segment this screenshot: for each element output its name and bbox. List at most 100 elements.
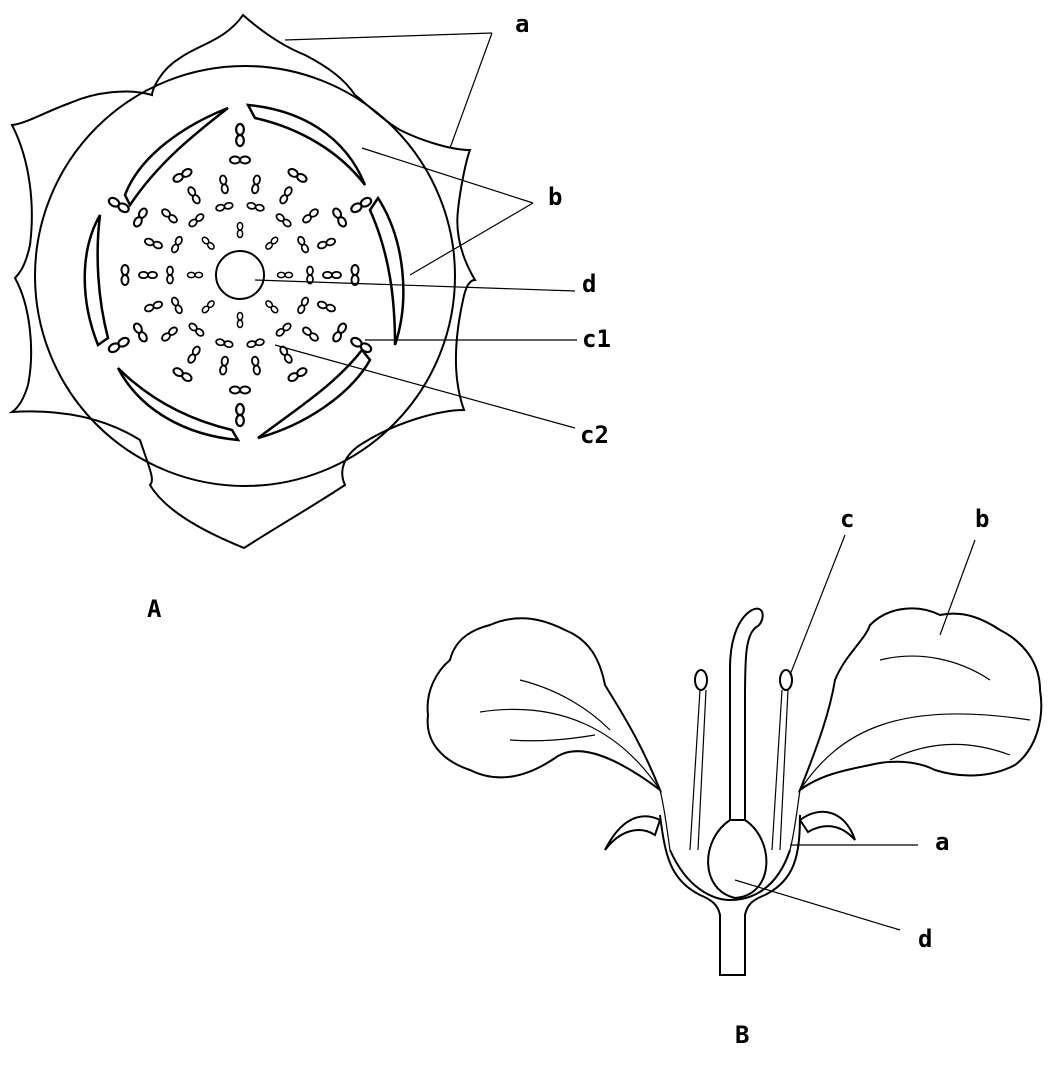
anther-lobe bbox=[332, 331, 343, 343]
anther-lobe bbox=[148, 272, 157, 278]
stamen-anther bbox=[219, 356, 228, 375]
stamen-anther bbox=[187, 345, 201, 364]
stamen-anther bbox=[236, 404, 244, 426]
anther-lobe bbox=[236, 415, 244, 426]
pistil-style bbox=[730, 609, 763, 820]
stamen-anther bbox=[237, 313, 242, 328]
stamen-anther bbox=[132, 322, 148, 343]
anther-lobe bbox=[236, 135, 244, 146]
petal-crescent bbox=[85, 215, 108, 345]
receptacle bbox=[660, 815, 800, 975]
stamen-anther bbox=[172, 167, 193, 183]
anther-lobe bbox=[195, 272, 203, 277]
anther-lobe bbox=[188, 272, 196, 277]
stamen-anther bbox=[251, 356, 260, 375]
anther-lobe bbox=[308, 208, 319, 219]
anther-lobe bbox=[174, 236, 183, 246]
anther-lobe bbox=[283, 353, 293, 364]
stamen-anther bbox=[278, 272, 293, 277]
anther-lobe bbox=[297, 304, 306, 314]
stamen-anther bbox=[236, 124, 244, 146]
figure-b-flower-section: c b a d B bbox=[428, 505, 1042, 1049]
anther-lobe bbox=[221, 184, 229, 194]
petal-vein bbox=[800, 714, 1030, 790]
anther-lobe bbox=[237, 313, 242, 321]
stamen-anther bbox=[172, 367, 193, 383]
stamen-anther bbox=[297, 296, 310, 314]
stamen-anther bbox=[265, 300, 279, 314]
leader-line bbox=[255, 280, 575, 291]
petal-crescent bbox=[258, 350, 370, 438]
stamen-anther bbox=[161, 208, 179, 224]
anther-lobe bbox=[144, 304, 155, 313]
anther-lobe bbox=[132, 322, 143, 334]
filament-right bbox=[780, 690, 788, 850]
anther-lobe bbox=[187, 186, 197, 197]
anther-lobe bbox=[219, 365, 227, 375]
anther-lobe bbox=[359, 196, 372, 208]
anther-lobe bbox=[137, 207, 148, 219]
petal-vein bbox=[510, 735, 595, 741]
stamen-anther bbox=[132, 207, 148, 228]
anther-left bbox=[695, 670, 707, 690]
leader-line bbox=[450, 33, 492, 148]
receptacle-inner bbox=[670, 850, 790, 900]
anther-lobe bbox=[251, 184, 259, 194]
anther-lobe bbox=[144, 237, 155, 246]
petal-right bbox=[800, 608, 1041, 790]
stamen-anther bbox=[215, 338, 233, 348]
leader-line bbox=[790, 535, 845, 675]
anther-lobe bbox=[278, 272, 286, 277]
stamen-anther bbox=[297, 236, 310, 254]
petal-vein bbox=[890, 744, 1010, 760]
anther-lobe bbox=[181, 167, 193, 178]
label-d: d bbox=[582, 270, 596, 298]
pistil-circle bbox=[216, 251, 264, 299]
stamen-anther bbox=[215, 202, 233, 212]
anther-lobe bbox=[122, 275, 129, 285]
filament-right bbox=[772, 690, 782, 850]
anther-lobe bbox=[237, 223, 242, 231]
petal-crescent bbox=[118, 368, 238, 440]
anther-lobe bbox=[201, 305, 210, 314]
stamen-anther bbox=[279, 186, 293, 205]
stamen-anther bbox=[167, 267, 173, 284]
anther-lobe bbox=[224, 202, 234, 210]
sepal-outline bbox=[12, 15, 475, 548]
stamen-anther bbox=[219, 175, 228, 194]
anther-lobe bbox=[219, 175, 227, 185]
anther-lobe bbox=[308, 332, 319, 343]
anther-lobe bbox=[107, 342, 120, 354]
stamen-anther bbox=[317, 300, 336, 312]
anther-lobe bbox=[161, 208, 172, 219]
stamen-anther bbox=[352, 265, 359, 285]
stamen-anther bbox=[323, 272, 341, 278]
sepal-left bbox=[605, 816, 660, 850]
stamen-anther bbox=[287, 367, 308, 383]
caption-a: A bbox=[147, 595, 162, 623]
label-c: c bbox=[840, 505, 854, 533]
anther-lobe bbox=[253, 175, 261, 185]
anther-lobe bbox=[230, 387, 240, 394]
anther-lobe bbox=[300, 243, 309, 253]
anther-lobe bbox=[224, 340, 234, 348]
anther-lobe bbox=[352, 265, 359, 275]
stamen-anther bbox=[171, 296, 184, 314]
anther-lobe bbox=[201, 236, 210, 245]
anther-lobe bbox=[332, 272, 341, 278]
anther-lobe bbox=[247, 340, 257, 348]
label-a: a bbox=[935, 828, 949, 856]
label-b: b bbox=[975, 505, 989, 533]
stamen-anther bbox=[275, 322, 292, 337]
anther-lobe bbox=[296, 172, 308, 183]
stamen-anther bbox=[307, 267, 313, 284]
anther-lobe bbox=[325, 304, 336, 313]
anther-lobe bbox=[230, 157, 240, 164]
stamen-anther bbox=[107, 336, 130, 354]
stamen-anther bbox=[171, 236, 184, 254]
stamen-anther bbox=[144, 300, 163, 312]
anther-lobe bbox=[283, 186, 293, 197]
stamen-anther bbox=[201, 236, 215, 250]
stamen-anther bbox=[230, 157, 250, 164]
caption-b: B bbox=[735, 1021, 749, 1049]
